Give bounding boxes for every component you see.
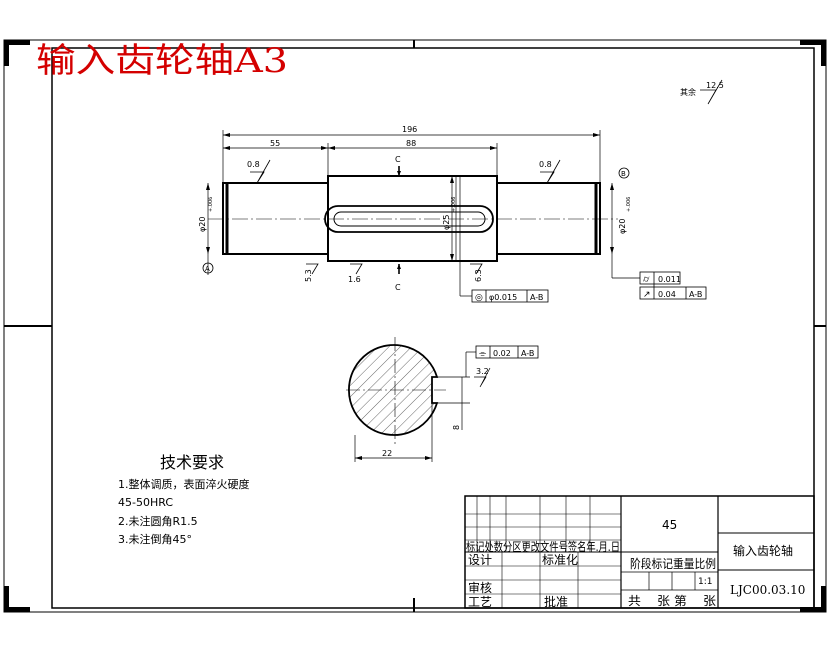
stage-header: 阶段标记重量比例 bbox=[630, 556, 716, 571]
rough-mid: 1.6 bbox=[348, 275, 361, 284]
datum-b: B bbox=[621, 170, 626, 178]
section-mark-top: C bbox=[395, 155, 401, 164]
svg-text:◎: ◎ bbox=[475, 293, 483, 303]
approve-label: 批准 bbox=[544, 594, 568, 609]
drawing-frame bbox=[3, 39, 827, 613]
svg-text:A-B: A-B bbox=[689, 290, 702, 299]
svg-text:0.011: 0.011 bbox=[658, 275, 681, 284]
title-block bbox=[464, 495, 815, 609]
tech-req-title: 技术要求 bbox=[160, 453, 224, 472]
tol-mid: +.006 bbox=[451, 197, 457, 212]
tol-left: +.006 bbox=[208, 197, 214, 212]
title-block-text: 45 输入齿轮轴 LJC00.03.10 1:1 标记处数分区更改文件号签名年.… bbox=[466, 518, 805, 609]
part-name: 输入齿轮轴 bbox=[733, 543, 793, 558]
svg-text:0.02: 0.02 bbox=[493, 349, 511, 358]
dimension-lines bbox=[207, 130, 640, 297]
svg-text:A-B: A-B bbox=[530, 293, 543, 302]
svg-text:⌭: ⌭ bbox=[643, 275, 650, 285]
revision-header: 标记处数分区更改文件号签名年.月.日 bbox=[466, 539, 620, 554]
dim-overall: 196 bbox=[402, 125, 417, 134]
svg-text:↗: ↗ bbox=[643, 290, 651, 300]
section-rough: 3.2 bbox=[476, 367, 489, 376]
tol-right: +.006 bbox=[626, 197, 632, 212]
svg-text:0.04: 0.04 bbox=[658, 290, 676, 299]
rough-right: 0.8 bbox=[539, 160, 552, 169]
tech-req-line-3: 2.未注圆角R1.5 bbox=[118, 514, 198, 528]
svg-text:其余: 其余 bbox=[680, 87, 696, 97]
tech-req-line-2: 45-50HRC bbox=[118, 496, 173, 509]
material: 45 bbox=[662, 518, 677, 532]
overlay-title: 输入齿轮轴A3 bbox=[36, 41, 288, 81]
section-width: 8 bbox=[452, 425, 461, 430]
tech-requirements: 技术要求 1.整体调质，表面淬火硬度 45-50HRC 2.未注圆角R1.5 3… bbox=[118, 453, 250, 546]
svg-text:φ0.015: φ0.015 bbox=[489, 293, 517, 302]
tech-req-line-1: 1.整体调质，表面淬火硬度 bbox=[118, 477, 250, 491]
chamfer-right: 6.3 bbox=[474, 269, 483, 282]
process-label: 工艺 bbox=[468, 595, 492, 609]
frame-corners bbox=[4, 40, 826, 612]
tech-req-line-4: 3.未注倒角45° bbox=[118, 532, 192, 546]
check-label: 审核 bbox=[468, 580, 492, 595]
dim-dia-left: φ20 bbox=[198, 217, 207, 232]
section-view: ⌯ 0.02 A-B 3.2 8 22 bbox=[346, 337, 539, 462]
fcf-right-stack: ⌭ 0.011 ↗ 0.04 A-B bbox=[639, 271, 707, 300]
shaft-main-view bbox=[208, 175, 618, 262]
section-depth: 22 bbox=[382, 449, 392, 458]
svg-text:12.5: 12.5 bbox=[706, 81, 724, 90]
svg-text:⌯: ⌯ bbox=[479, 349, 487, 359]
standardization-label: 标准化 bbox=[542, 553, 578, 567]
section-mark-bottom: C bbox=[395, 283, 401, 292]
fcf-section: ⌯ 0.02 A-B bbox=[475, 345, 539, 359]
chamfer-left: 5.3 bbox=[304, 269, 313, 282]
designer-label: 设计 bbox=[468, 553, 492, 567]
scale: 1:1 bbox=[698, 577, 712, 587]
dim-dia-right: φ20 bbox=[618, 219, 627, 234]
drawing-number: LJC00.03.10 bbox=[730, 583, 805, 597]
datum-markers bbox=[202, 167, 630, 274]
dim-left-length: 55 bbox=[270, 139, 280, 148]
dimension-arrows bbox=[206, 133, 614, 269]
fcf-coaxiality: ◎ φ0.015 A-B bbox=[471, 289, 549, 303]
svg-text:A-B: A-B bbox=[521, 349, 534, 358]
dimension-text: 196 55 88 C C φ20 φ25 φ20 +.006 +.006 +.… bbox=[198, 125, 632, 292]
sheets-label: 共 张 第 张 bbox=[628, 594, 716, 608]
roughness-symbols bbox=[250, 159, 561, 275]
rough-left: 0.8 bbox=[247, 160, 260, 169]
surface-note: 其余 12.5 bbox=[680, 79, 724, 105]
datum-a: A bbox=[205, 265, 210, 273]
dim-dia-mid: φ25 bbox=[442, 215, 451, 230]
dim-mid-length: 88 bbox=[406, 139, 416, 148]
